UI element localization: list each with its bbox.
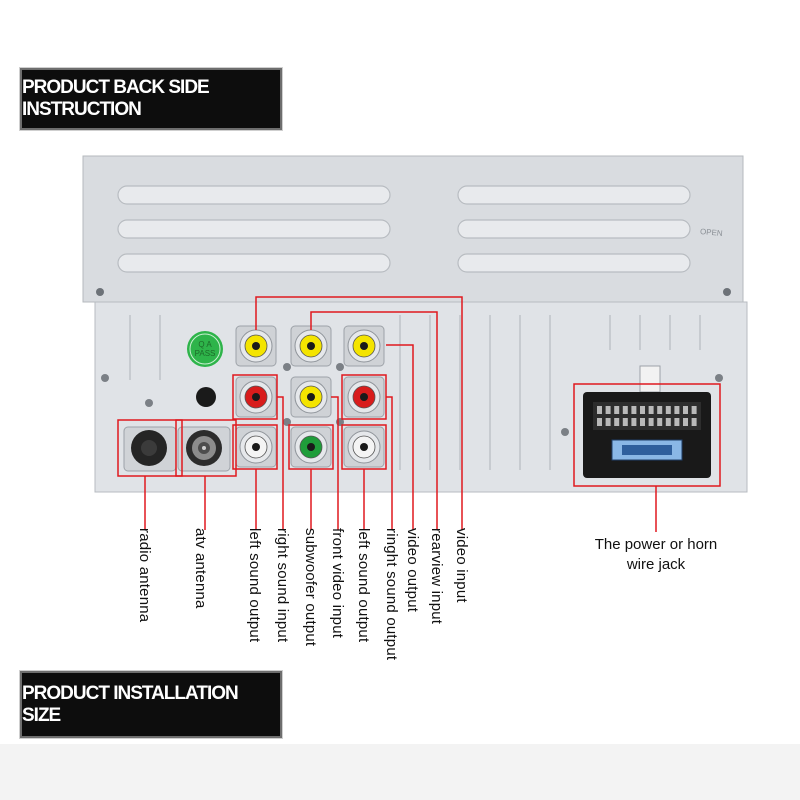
rca-jack-ringht-sound-output xyxy=(343,376,385,418)
label-rearview-input: rearview input xyxy=(428,528,445,625)
rca-jack-left-sound-output-2 xyxy=(343,426,385,468)
rca-jack-video-input xyxy=(235,325,277,367)
panel-screws xyxy=(101,363,723,436)
rca-jack-rearview-input xyxy=(290,325,332,367)
label-front-video-input: front video input xyxy=(329,528,346,639)
label-left-sound-output-2: left sound output xyxy=(355,528,372,643)
bottom-fade xyxy=(0,744,800,800)
rca-jack-subwoofer-output xyxy=(290,426,332,468)
atv-antenna-jack xyxy=(177,426,231,472)
label-ringht-sound-output: ringht sound output xyxy=(383,528,400,661)
rca-jack-front-video-input xyxy=(290,376,332,418)
radio-antenna-jack xyxy=(123,426,177,472)
qa-pass-text: Q A PASS xyxy=(194,340,216,358)
label-power-horn-wire-jack: The power or horn wire jack xyxy=(594,536,718,573)
back-side-instruction-banner: PRODUCT BACK SIDE INSTRUCTION xyxy=(19,67,283,131)
label-atv-antenna: atv antenna xyxy=(192,528,209,609)
qa-pass-badge xyxy=(187,331,223,367)
installation-size-banner: PRODUCT INSTALLATION SIZE xyxy=(19,670,283,739)
label-radio-antenna: radio antenna xyxy=(136,528,153,623)
rca-jack-video-output xyxy=(343,325,385,367)
label-left-sound-output-1: left sound output xyxy=(246,528,263,643)
rca-jack-left-sound-output-1 xyxy=(235,426,277,468)
rca-jack-right-sound-input xyxy=(235,376,277,418)
open-marking: OPEN xyxy=(699,227,724,238)
leader-lines xyxy=(117,296,721,532)
cover-screws xyxy=(96,288,731,296)
label-subwoofer-output: subwoofer output xyxy=(302,528,319,647)
label-video-input: video input xyxy=(453,528,470,603)
cover-vents xyxy=(117,185,691,273)
label-right-sound-input: right sound input xyxy=(274,528,291,643)
panel-ribs xyxy=(129,315,701,470)
panel-hole xyxy=(196,387,216,407)
label-video-output: video output xyxy=(404,528,421,613)
rca-jack-grid xyxy=(235,325,385,468)
power-horn-wire-jack xyxy=(583,365,711,478)
